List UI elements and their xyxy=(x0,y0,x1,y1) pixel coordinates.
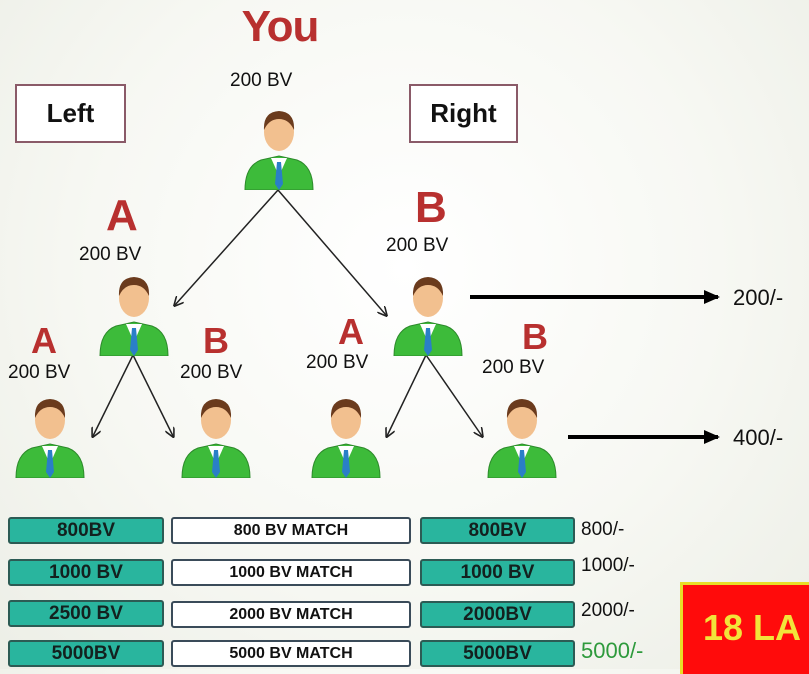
right-label-box: Right xyxy=(409,84,518,143)
page-title: You xyxy=(241,2,320,51)
arrow-root-to-a xyxy=(175,189,279,305)
node-ab-bv: 200 BV xyxy=(180,362,243,383)
row3-amount: 2000/- xyxy=(581,600,635,621)
arrow-b-to-ba xyxy=(387,354,427,436)
row3-match: 2000 BV MATCH xyxy=(171,601,411,628)
node-aa-letter: A xyxy=(31,320,57,361)
row3-right-bv: 2000BV xyxy=(420,601,575,628)
row1-left-bv: 800BV xyxy=(8,517,164,544)
left-label-box: Left xyxy=(15,84,126,143)
row1-amount: 800/- xyxy=(581,519,625,540)
row2-match: 1000 BV MATCH xyxy=(171,559,411,586)
payout-level2: 400/- xyxy=(733,425,784,450)
row4-right-bv: 5000BV xyxy=(420,640,575,667)
node-ba-bv: 200 BV xyxy=(306,352,369,373)
node-aa-bv: 200 BV xyxy=(8,362,71,383)
node-bb-letter: B xyxy=(522,316,548,357)
arrow-b-to-bb xyxy=(425,354,482,436)
node-a-letter: A xyxy=(106,191,138,240)
row3-left-bv: 2500 BV xyxy=(8,600,164,627)
person-icon-ab xyxy=(181,399,251,478)
payout-level1: 200/- xyxy=(733,285,784,310)
node-bb-bv: 200 BV xyxy=(482,357,545,378)
promo-banner: 18 LA xyxy=(680,582,809,674)
node-a-bv: 200 BV xyxy=(79,244,142,265)
person-icon-b xyxy=(393,277,463,356)
person-icon-root xyxy=(244,111,314,190)
person-icon-bb xyxy=(487,399,557,478)
person-icon-a xyxy=(99,277,169,356)
row2-amount: 1000/- xyxy=(581,555,635,576)
row4-amount: 5000/- xyxy=(581,638,644,663)
arrow-a-to-ab xyxy=(132,354,173,436)
person-icon-aa xyxy=(15,399,85,478)
row4-match: 5000 BV MATCH xyxy=(171,640,411,667)
node-b-bv: 200 BV xyxy=(386,235,449,256)
node-ab-letter: B xyxy=(203,320,229,361)
row4-left-bv: 5000BV xyxy=(8,640,164,667)
row1-match: 800 BV MATCH xyxy=(171,517,411,544)
row1-right-bv: 800BV xyxy=(420,517,575,544)
node-ba-letter: A xyxy=(338,311,364,352)
root-bv: 200 BV xyxy=(230,70,293,91)
person-icon-ba xyxy=(311,399,381,478)
row2-right-bv: 1000 BV xyxy=(420,559,575,586)
arrow-root-to-b xyxy=(277,189,386,315)
row2-left-bv: 1000 BV xyxy=(8,559,164,586)
node-b-letter: B xyxy=(415,183,447,232)
arrow-a-to-aa xyxy=(93,354,134,436)
